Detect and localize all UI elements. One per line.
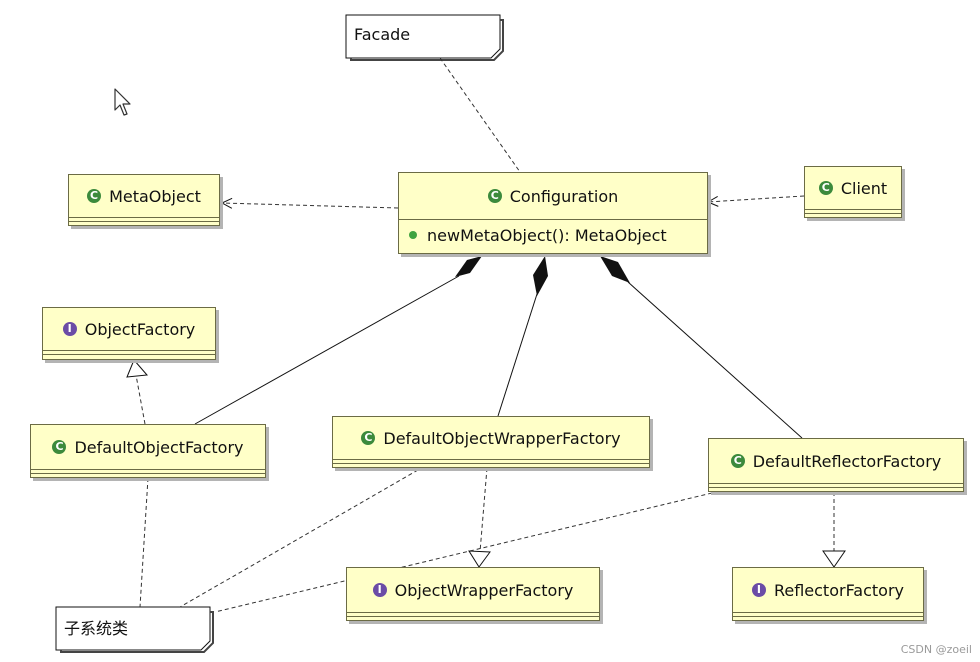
facade-link <box>439 57 521 173</box>
class-icon: C <box>52 440 67 454</box>
class-defaultobjectwrapperfactory[interactable]: C DefaultObjectWrapperFactory <box>332 416 650 468</box>
class-name: MetaObject <box>109 186 201 206</box>
composition-default-reflector-factory <box>600 256 803 439</box>
class-defaultobjectfactory[interactable]: C DefaultObjectFactory <box>30 424 266 478</box>
composition-default-object-wrapper-factory <box>497 256 548 417</box>
subsystem-link-default-object-factory <box>139 477 149 608</box>
subsystem-note-label: 子系统类 <box>64 619 129 638</box>
facade-note[interactable]: Facade <box>346 15 496 53</box>
interface-icon: I <box>751 583 766 597</box>
realization-default-object-wrapper-factory <box>468 467 491 568</box>
method-signature: newMetaObject(): MetaObject <box>427 225 667 245</box>
interface-name: ReflectorFactory <box>773 580 905 600</box>
facade-note-shape <box>345 14 504 61</box>
class-name: DefaultObjectFactory <box>74 437 244 457</box>
subsystem-link-object-wrapper-factory <box>179 469 419 608</box>
subsystem-link-reflector-factory <box>214 492 713 613</box>
class-defaultreflectorfactory[interactable]: C DefaultReflectorFactory <box>708 438 964 492</box>
mouse-pointer-icon <box>114 88 131 116</box>
interface-reflectorfactory[interactable]: I ReflectorFactory <box>732 567 924 621</box>
interface-name: ObjectFactory <box>84 319 196 339</box>
interface-objectwrapperfactory[interactable]: I ObjectWrapperFactory <box>346 567 600 621</box>
class-icon: C <box>487 189 502 203</box>
realization-default-reflector-factory <box>822 492 846 568</box>
facade-note-label: Facade <box>354 24 411 44</box>
class-icon: C <box>361 431 376 445</box>
subsystem-note[interactable]: 子系统类 <box>56 607 206 647</box>
method-new-meta-object[interactable]: newMetaObject(): MetaObject <box>399 221 707 249</box>
composition-default-object-factory <box>194 256 482 425</box>
class-name: Client <box>840 178 888 198</box>
interface-icon: I <box>62 322 77 336</box>
watermark: CSDN @zoeil <box>900 643 972 656</box>
interface-name: ObjectWrapperFactory <box>394 580 574 600</box>
dependency-configuration-metaobject <box>222 203 399 208</box>
public-method-icon <box>409 231 417 239</box>
class-configuration[interactable]: C Configuration newMetaObject(): MetaObj… <box>398 172 708 254</box>
class-icon: C <box>818 181 833 195</box>
class-icon: C <box>730 454 745 468</box>
class-name: DefaultObjectWrapperFactory <box>383 428 621 448</box>
interface-icon: I <box>372 583 387 597</box>
class-metaobject[interactable]: C MetaObject <box>68 174 220 226</box>
realization-default-object-factory <box>126 359 149 425</box>
class-client[interactable]: C Client <box>804 166 902 218</box>
interface-objectfactory[interactable]: I ObjectFactory <box>42 307 216 360</box>
class-name: Configuration <box>509 186 619 206</box>
class-icon: C <box>87 189 102 203</box>
dependency-client-configuration <box>708 195 805 202</box>
class-name: DefaultReflectorFactory <box>752 451 942 471</box>
subsystem-note-shape <box>55 606 214 653</box>
